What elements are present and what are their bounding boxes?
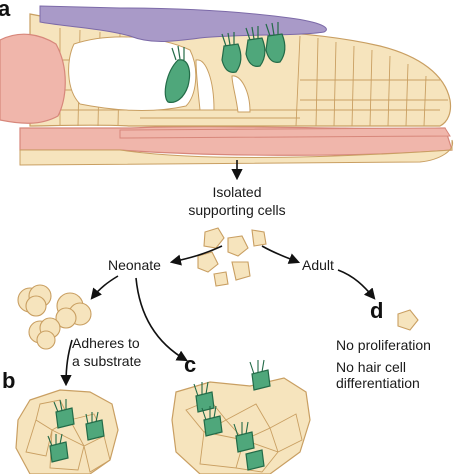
adheres-label-line1: Adheres to [72,335,140,351]
nuel-space [231,75,251,113]
inner-hair-cell [164,45,191,103]
basilar-strip [119,127,451,139]
isolated-cells [197,227,267,287]
organ-of-corti [0,5,454,166]
arrow-to-c [135,277,188,362]
adult-single-cell [397,309,419,331]
panel-label-a: a [0,0,11,21]
tectorial-membrane [39,5,327,42]
panel-label-d: d [370,298,383,323]
arrow-to-clusters [90,275,119,300]
no-hair-label-line2: differentiation [336,375,420,391]
adult-label: Adult [302,257,334,273]
tunnel-of-corti [195,59,215,111]
panel-label-c: c [184,352,196,377]
lower-tissue [19,139,454,166]
panel-label-b: b [2,368,15,393]
arrow-to-adult [261,245,301,264]
outer-hair-cell-1 [221,32,242,73]
spiral-limbus [0,33,66,124]
isolated-label-line1: Isolated [212,184,261,200]
adherent-colony-b [15,389,119,474]
colony-c [171,359,311,474]
arrow-to-neonate [169,245,223,266]
no-proliferation-label: No proliferation [336,337,431,353]
neonate-label: Neonate [108,257,161,273]
outer-hair-cell-3 [265,22,286,63]
isolated-label-line2: supporting cells [188,202,285,218]
outer-hair-cell-2 [245,26,266,67]
arrow-to-b [60,339,73,387]
arrow-to-d [337,269,376,300]
adheres-label-line2: a substrate [72,353,141,369]
cell-spheres [17,284,92,350]
no-hair-label-line1: No hair cell [336,359,406,375]
